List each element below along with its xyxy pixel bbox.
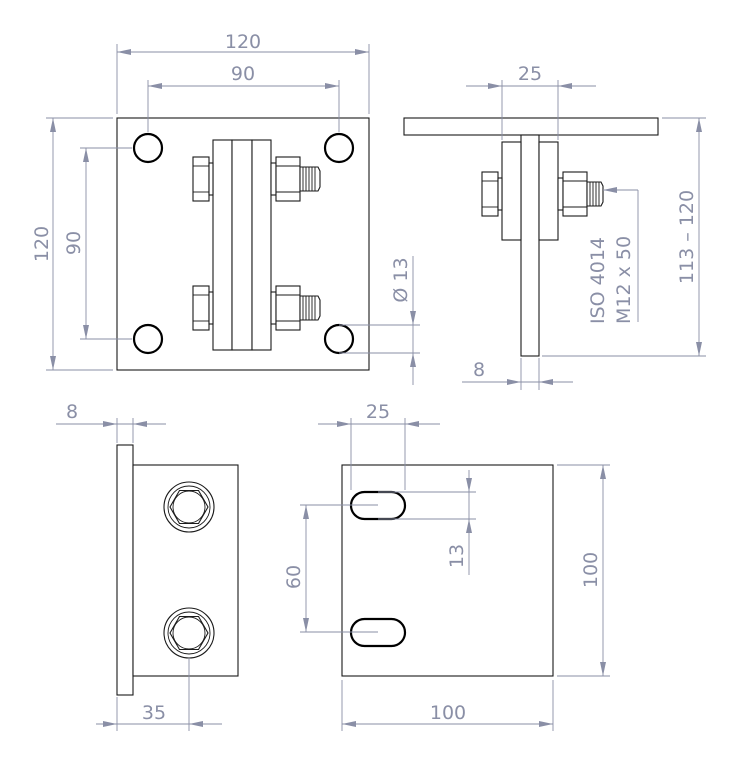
dim-br-slot-length: 25 [318, 401, 440, 490]
dim-front-hole-diameter: Ø 13 [339, 256, 420, 385]
side-bolt-nut [557, 171, 604, 217]
dim-front-width: 120 [116, 31, 370, 114]
side-thickness-label: 8 [473, 359, 485, 381]
side-inner-plate [520, 134, 540, 357]
front-hole-diameter-label: Ø 13 [390, 257, 412, 302]
front-height-label: 120 [31, 226, 53, 262]
side-bolt-head [481, 171, 503, 217]
dim-side-thickness: 8 [462, 358, 573, 390]
side-height-range-label: 113 – 120 [676, 190, 698, 284]
front-hole-top-left [132, 132, 164, 164]
dim-front-hole-spacing-x: 90 [147, 63, 340, 132]
side-clamp-right [538, 141, 559, 241]
dim-br-slot-width: 13 [378, 470, 476, 575]
dim-bl-bolt-offset: 35 [96, 658, 222, 731]
side-bolt-callout: ISO 4014 M12 x 50 [587, 187, 639, 324]
front-hole-spacing-x-label: 90 [231, 63, 255, 85]
front-hole-top-right [323, 132, 355, 164]
bl-plate [116, 444, 134, 696]
front-width-label: 120 [225, 31, 261, 53]
br-slot-bottom [349, 617, 407, 648]
front-clamp-plate-right [251, 139, 272, 351]
front-hole-spacing-y-label: 90 [63, 231, 85, 255]
dim-br-width: 100 [341, 680, 554, 731]
front-clamp-plate-middle [231, 139, 253, 351]
dim-side-gap: 25 [466, 63, 596, 140]
side-bolt-size-label: M12 x 50 [613, 236, 635, 324]
br-width-label: 100 [430, 702, 466, 724]
front-hole-bottom-right [323, 323, 355, 355]
front-clamp-plate-left [212, 139, 233, 351]
front-bolt-bottom [192, 285, 321, 331]
side-gap-label: 25 [518, 63, 542, 85]
br-slot-spacing-label: 60 [283, 565, 305, 589]
front-view: 120 90 120 90 [31, 31, 420, 385]
bl-plate-thickness-label: 8 [66, 401, 78, 423]
front-hole-bottom-left [132, 323, 164, 355]
side-clamp-left [501, 141, 522, 241]
bl-bolt-top [163, 481, 215, 533]
side-view: 25 8 113 – 120 ISO 4014 M12 x 50 [403, 63, 706, 390]
dim-front-height: 120 [31, 117, 113, 371]
bottom-left-view: 8 35 [56, 401, 239, 731]
dim-br-height: 100 [557, 464, 610, 677]
br-height-label: 100 [580, 552, 602, 588]
side-top-plate [403, 117, 659, 136]
dim-front-hole-spacing-y: 90 [63, 147, 132, 340]
front-bolt-top [192, 156, 321, 202]
dim-side-height-range: 113 – 120 [542, 117, 706, 357]
br-slot-width-label: 13 [446, 544, 468, 568]
bl-bolt-offset-label: 35 [142, 702, 166, 724]
dim-bl-plate-thickness: 8 [56, 401, 166, 443]
dim-br-slot-spacing: 60 [283, 504, 378, 633]
side-bolt-standard-label: ISO 4014 [587, 237, 609, 324]
br-slot-top [349, 490, 407, 521]
bl-bolt-bottom [163, 607, 215, 659]
bottom-right-view: 25 13 60 100 [283, 401, 610, 731]
br-slot-length-label: 25 [366, 401, 390, 423]
